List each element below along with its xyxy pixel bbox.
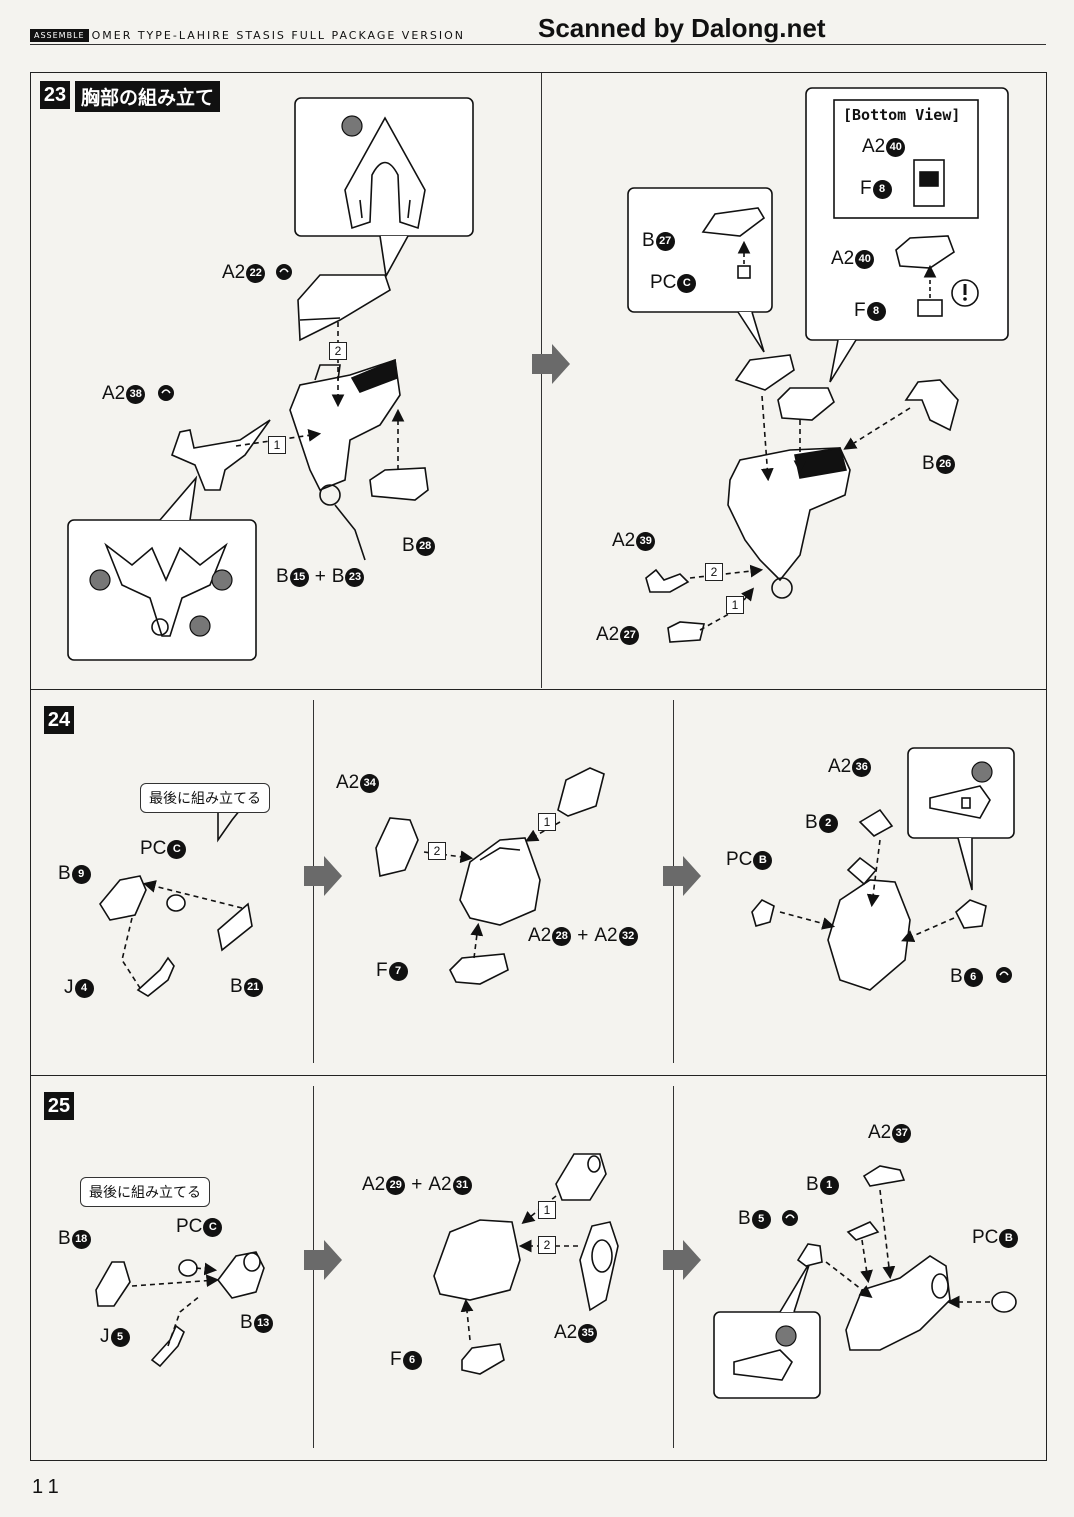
- header-badge: ASSEMBLE: [30, 28, 89, 42]
- step-23-number: 23: [40, 81, 70, 109]
- step-23-title: 胸部の組み立て: [75, 81, 221, 112]
- page-number: 11: [32, 1476, 65, 1498]
- optional-part-icon: [158, 264, 1012, 1226]
- step-23-substep-2: 2: [329, 342, 347, 360]
- header-title: OMER TYPE-LAHIRE STASIS FULL PACKAGE VER…: [91, 28, 466, 42]
- step-25-substep-1: 1: [538, 1201, 556, 1219]
- step-24-substep-1: 1: [538, 813, 556, 831]
- step-25-substep-2: 2: [538, 1236, 556, 1254]
- bottom-view-label: [Bottom View]: [843, 106, 961, 124]
- step-23-right-substep-1: 1: [726, 596, 744, 614]
- step-23-substep-1: 1: [268, 436, 286, 454]
- step-24-number: 24: [44, 706, 74, 734]
- step-23-right-substep-2: 2: [705, 563, 723, 581]
- watermark: Scanned by Dalong.net: [538, 13, 826, 43]
- step-25-number: 25: [44, 1092, 74, 1120]
- header-rule: [30, 44, 1046, 45]
- step-25-frame: [30, 1075, 1047, 1461]
- apply-glue-icon: [89, 115, 993, 1347]
- next-stage-arrow-icon: [304, 344, 701, 1280]
- caution-icon: [951, 279, 979, 307]
- page-header: ASSEMBLE OMER TYPE-LAHIRE STASIS FULL PA…: [30, 28, 465, 42]
- step-24-substep-2: 2: [428, 842, 446, 860]
- step-24-note: 最後に組み立てる: [140, 783, 270, 813]
- step-25-note: 最後に組み立てる: [80, 1177, 210, 1207]
- step-23-divider: [541, 73, 542, 688]
